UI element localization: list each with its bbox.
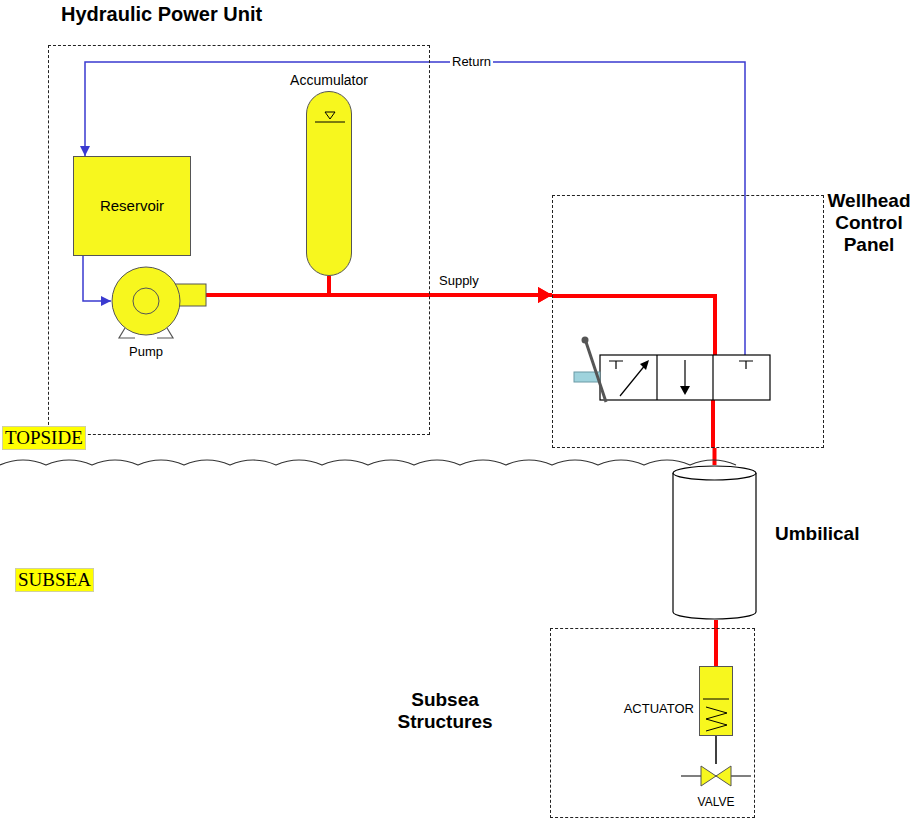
- accumulator-vessel: Accumulator: [306, 91, 352, 276]
- valve-divider: [656, 355, 657, 400]
- node-label: Accumulator: [290, 72, 368, 88]
- output-line-panel: [711, 400, 715, 448]
- node-label: Wellhead Control Panel: [826, 190, 912, 256]
- valve-divider: [712, 355, 713, 400]
- flow-arrow: [684, 360, 685, 388]
- line-label: Return: [450, 54, 493, 69]
- hydraulic-line: [714, 448, 715, 465]
- hydraulic-power-unit: Hydraulic Power UnitReservoirAccumulator…: [48, 45, 430, 435]
- arrowhead: [80, 146, 90, 156]
- reservoir-box: Reservoir: [73, 156, 191, 256]
- flow-arrow: [620, 364, 646, 396]
- valve-stem: [716, 736, 717, 764]
- pump: Pump: [111, 266, 181, 336]
- line-label: Supply: [437, 273, 481, 288]
- piston: [703, 699, 729, 700]
- connector-path: [715, 736, 717, 764]
- pump-impeller: [133, 288, 159, 314]
- node-label: Hydraulic Power Unit: [61, 3, 262, 26]
- cylinder-body: [673, 473, 756, 619]
- wellhead-control-panel: Wellhead Control Panel: [552, 195, 824, 448]
- node-label: VALVE: [698, 795, 735, 809]
- valve-symbol: [686, 764, 746, 788]
- actuator: ACTUATOR: [699, 666, 733, 736]
- supply-line-panel: [552, 296, 715, 355]
- connector-path: [714, 620, 718, 666]
- pump-symbol: [111, 266, 181, 336]
- level-triangle: [325, 112, 335, 119]
- valve-body: [600, 355, 770, 400]
- spring: [706, 707, 727, 731]
- zone-label: SUBSEA: [15, 568, 94, 592]
- hand-lever: [586, 342, 606, 402]
- cylinder-top: [673, 466, 756, 480]
- arrowhead: [101, 296, 111, 306]
- flow-arrowhead: [640, 360, 649, 370]
- node-label: Reservoir: [74, 197, 190, 214]
- level-line: [315, 122, 345, 123]
- arrowhead: [538, 287, 552, 303]
- valve-half: [701, 766, 716, 786]
- connector-path: [713, 448, 717, 465]
- lever-knob: [582, 337, 589, 344]
- arrowhead: [538, 287, 552, 303]
- hydraulic-line: [716, 620, 717, 666]
- directional-valve-symbol: [574, 337, 770, 403]
- sea-surface: [0, 460, 736, 465]
- connector-path: [83, 256, 111, 301]
- node-label: Umbilical: [775, 523, 859, 545]
- actuator-spring: [700, 667, 732, 735]
- subsea-structures: Subsea StructuresACTUATORVALVE: [550, 628, 755, 818]
- node-label: ACTUATOR: [624, 701, 694, 716]
- node-label: Pump: [129, 344, 163, 359]
- node-label: Subsea Structures: [375, 689, 515, 733]
- gate-valve: VALVE: [686, 764, 746, 788]
- zone-label: TOPSIDE: [2, 426, 86, 450]
- blocked-port: [739, 361, 753, 369]
- return-line-panel: [744, 195, 746, 355]
- fluid-level-symbol: [307, 92, 351, 275]
- flow-arrowhead: [680, 386, 690, 395]
- return-flow-line: [83, 256, 111, 306]
- blocked-port: [609, 361, 623, 369]
- valve-half: [716, 766, 731, 786]
- pump-feet: [119, 328, 173, 338]
- umbilical: Umbilical: [672, 465, 757, 620]
- umbilical-cylinder: [672, 465, 757, 620]
- pump-casing: [112, 267, 180, 335]
